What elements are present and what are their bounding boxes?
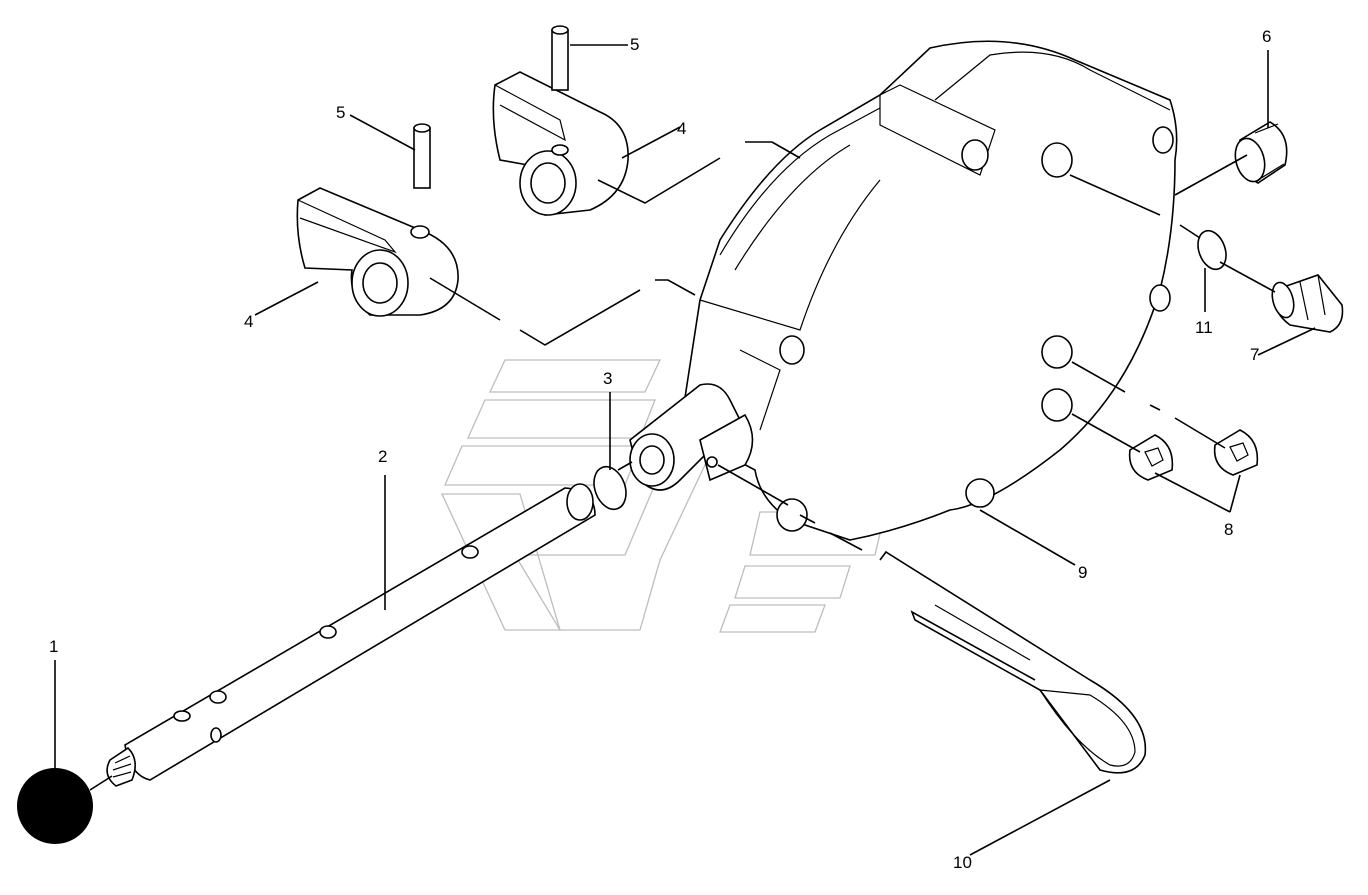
housing-cover [629,40,1178,541]
callout-2: 2 [378,447,387,466]
callout-11: 11 [1195,318,1213,337]
callout-6: 6 [1262,27,1271,46]
plug-top [1234,121,1288,184]
shift-fork-upper [492,71,629,216]
callout-8: 8 [1224,520,1233,539]
callout-4-upper: 4 [677,119,686,138]
shaft [106,483,596,787]
o-ring [593,465,627,511]
callout-3: 3 [603,369,612,388]
cotter-pin [879,550,1147,774]
pin-upper [551,25,569,91]
leader-lines [54,44,1316,856]
knob [17,768,93,844]
callout-9: 9 [1078,563,1087,582]
callout-5-lower: 5 [336,103,345,122]
shift-fork-lower [296,187,459,317]
callout-10: 10 [953,853,972,872]
snap-ring [1197,229,1227,271]
breather-fitting [1271,274,1344,333]
set-screw-right [1213,429,1259,476]
pin-lower [413,123,431,189]
callout-5-upper: 5 [630,35,639,54]
callout-1: 1 [49,637,58,656]
callout-labels: 1 2 3 4 4 5 5 6 7 8 9 10 11 [49,27,1271,872]
callout-7: 7 [1250,345,1259,364]
callout-4-lower: 4 [244,312,253,331]
set-screw-left [1128,434,1174,481]
